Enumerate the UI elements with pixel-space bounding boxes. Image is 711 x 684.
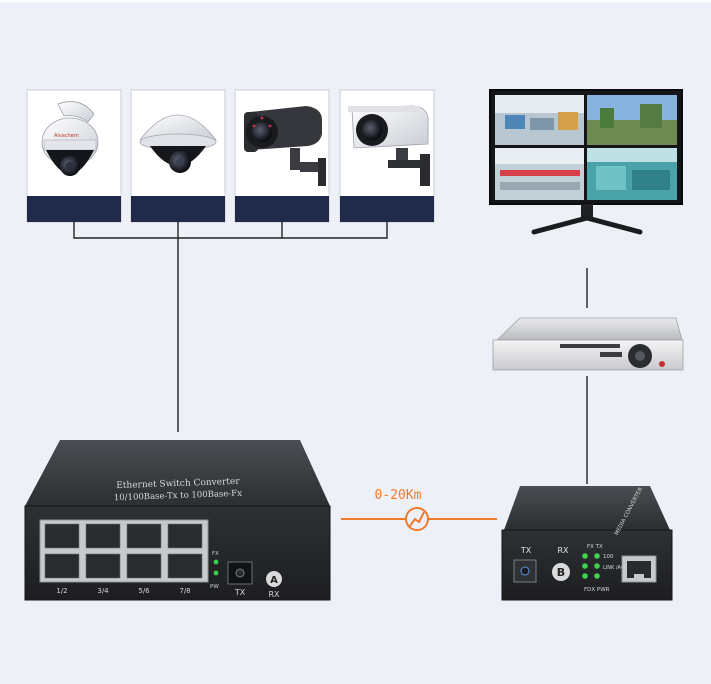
converter-tx-label: TX <box>520 546 532 555</box>
bullet-camera-icon <box>244 106 326 186</box>
monitor <box>489 89 683 235</box>
distance-label: 0-20Km <box>375 488 422 503</box>
camera-card-4 <box>339 89 435 223</box>
rj45-port[interactable] <box>126 553 162 579</box>
ptz-dome-camera-icon: Alvachem <box>41 101 99 176</box>
camera-brand-text: Alvachem <box>54 133 79 139</box>
rj45-port[interactable] <box>167 523 203 549</box>
converter-b: MEDIA CONVERTER TX RX B FX TX 100 LINK /… <box>501 486 673 601</box>
camera-card-2 <box>130 89 226 223</box>
led-fx-label: FX <box>212 551 219 557</box>
port-group-label: 5/6 <box>138 587 150 595</box>
rj45-port[interactable] <box>85 523 121 549</box>
dvr-recorder <box>492 317 684 371</box>
port-group-label: 3/4 <box>97 587 109 595</box>
camera-bus-lines <box>73 222 388 432</box>
switch-top-label-2: 10/100Base-Tx to 100Base-Fx <box>114 489 243 503</box>
led-indicator <box>594 573 600 579</box>
rj45-port[interactable] <box>126 523 162 549</box>
converter-rj45-port[interactable] <box>627 561 651 578</box>
led-indicator <box>594 553 600 559</box>
rj45-port[interactable] <box>44 553 80 579</box>
card-footer <box>340 196 434 222</box>
port-group-label: 7/8 <box>179 587 190 595</box>
switch-rx-label: RX <box>268 590 280 599</box>
led-label-link-act: LINK /ACT <box>603 565 628 571</box>
card-footer <box>131 196 225 222</box>
led-label-fdx-pwr: FDX PWR <box>584 587 610 593</box>
port-group-label: 1/2 <box>56 587 67 595</box>
rj45-port[interactable] <box>167 553 203 579</box>
badge-b-text: B <box>557 566 565 579</box>
led-label-100: 100 <box>603 554 614 560</box>
led-fx-indicator <box>213 559 219 565</box>
card-footer <box>235 196 329 222</box>
rj45-port[interactable] <box>44 523 80 549</box>
camera-card-3 <box>234 89 330 223</box>
fiber-link: 0-20Km <box>341 488 497 531</box>
switch-a: Ethernet Switch Converter 10/100Base-Tx … <box>24 440 331 601</box>
led-indicator <box>582 553 588 559</box>
monitor-screen <box>495 95 677 200</box>
badge-b <box>552 563 570 581</box>
led-indicator <box>594 563 600 569</box>
box-camera-icon <box>348 105 430 186</box>
led-pw-label: PW <box>210 584 219 590</box>
led-pw-indicator <box>213 570 219 576</box>
led-indicator <box>582 563 588 569</box>
top-edge <box>0 0 711 2</box>
converter-rx-label: RX <box>557 546 569 555</box>
card-footer <box>27 196 121 222</box>
badge-a <box>266 571 282 587</box>
dome-camera-icon <box>139 114 217 173</box>
rj45-port[interactable] <box>85 553 121 579</box>
badge-a-text: A <box>270 575 278 586</box>
led-indicator <box>582 573 588 579</box>
fiber-break-icon <box>405 507 429 531</box>
switch-top-label-1: Ethernet Switch Converter <box>116 477 240 491</box>
led-label-fx-tx: FX TX <box>587 544 603 550</box>
camera-card-1: Alvachem <box>26 89 122 223</box>
switch-tx-label: TX <box>234 588 246 597</box>
